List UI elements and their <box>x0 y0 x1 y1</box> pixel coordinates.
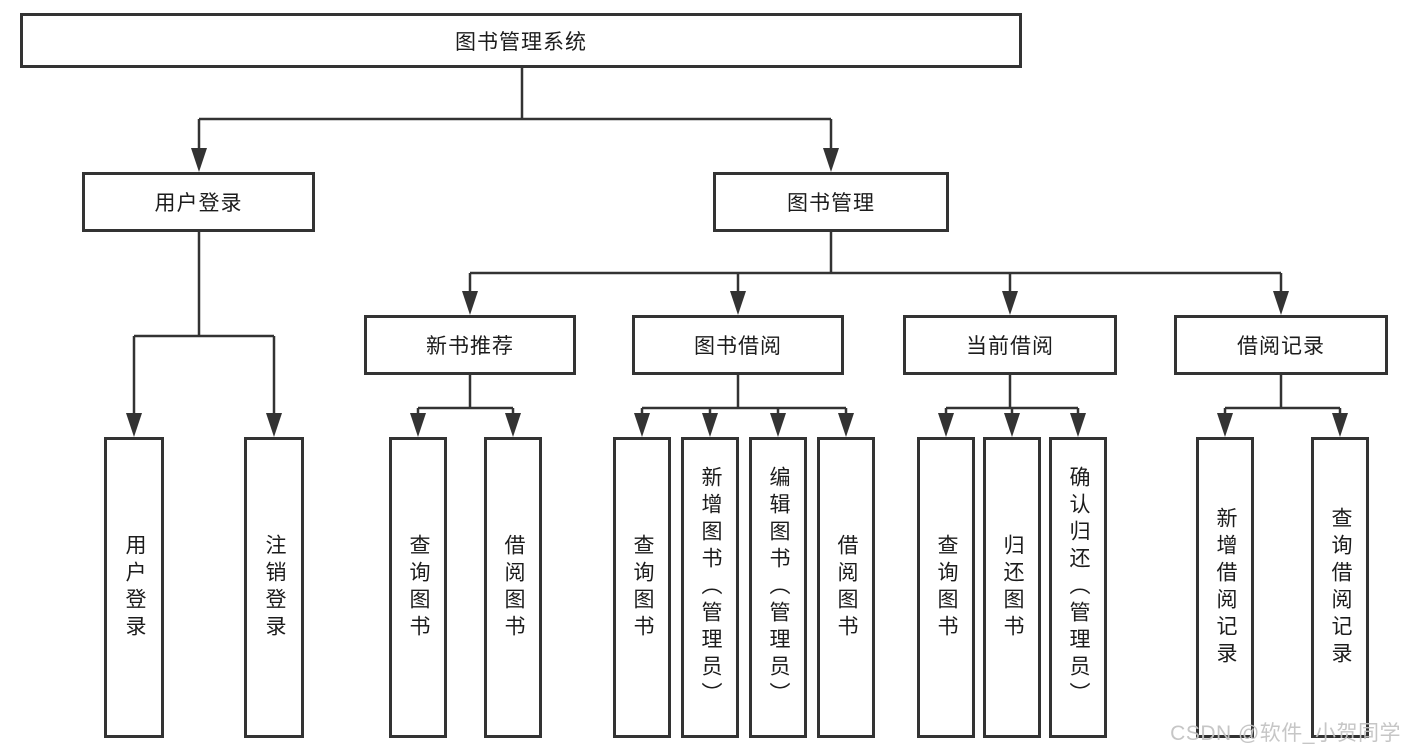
leaf-query-books-borrow-label: 查询图书 <box>631 533 654 642</box>
leaf-edit-books-admin-label: 编辑图书（管理员） <box>767 466 790 709</box>
arrowhead-leaf-logout <box>266 413 282 437</box>
leaf-confirm-return-admin-label: 确认归还（管理员） <box>1067 466 1090 709</box>
node-book-borrow-label: 图书借阅 <box>694 335 782 358</box>
leaf-return-books-label: 归还图书 <box>1001 533 1024 642</box>
arrowhead-borrow-records <box>1273 291 1289 315</box>
leaf-logout: 注销登录 <box>244 437 304 738</box>
node-borrow-records: 借阅记录 <box>1174 315 1388 375</box>
leaf-confirm-return-admin: 确认归还（管理员） <box>1049 437 1107 738</box>
leaf-borrow-books-recommend-label: 借阅图书 <box>502 533 525 642</box>
leaf-logout-label: 注销登录 <box>263 533 286 642</box>
arrowhead-g3-leaf3 <box>770 413 786 437</box>
leaf-query-borrow-record: 查询借阅记录 <box>1311 437 1369 738</box>
leaf-query-books-current: 查询图书 <box>917 437 975 738</box>
node-new-book-recommend-label: 新书推荐 <box>426 335 514 358</box>
node-user-login: 用户登录 <box>82 172 315 232</box>
leaf-user-login-label: 用户登录 <box>123 533 146 642</box>
leaf-add-borrow-record-label: 新增借阅记录 <box>1214 506 1237 669</box>
csdn-watermark: CSDN @软件_小贺同学 <box>1170 722 1401 745</box>
arrowhead-g5-leaf1 <box>1217 413 1233 437</box>
leaf-user-login: 用户登录 <box>104 437 164 738</box>
node-new-book-recommend: 新书推荐 <box>364 315 576 375</box>
leaf-borrow-books-label: 借阅图书 <box>835 533 858 642</box>
arrowhead-g3-leaf4 <box>838 413 854 437</box>
arrowhead-book-borrow <box>730 291 746 315</box>
arrowhead-g5-leaf2 <box>1332 413 1348 437</box>
node-book-borrow: 图书借阅 <box>632 315 844 375</box>
arrowhead-g4-leaf1 <box>938 413 954 437</box>
arrowhead-user-login <box>191 148 207 172</box>
leaf-query-books-current-label: 查询图书 <box>935 533 958 642</box>
arrowhead-g4-leaf2 <box>1004 413 1020 437</box>
leaf-query-borrow-record-label: 查询借阅记录 <box>1329 506 1352 669</box>
node-library-management-system: 图书管理系统 <box>20 13 1022 68</box>
leaf-query-books-borrow: 查询图书 <box>613 437 671 738</box>
arrowhead-book-management <box>823 148 839 172</box>
leaf-add-books-admin-label: 新增图书（管理员） <box>699 466 722 709</box>
node-borrow-records-label: 借阅记录 <box>1237 335 1325 358</box>
arrowhead-g3-leaf1 <box>634 413 650 437</box>
leaf-add-borrow-record: 新增借阅记录 <box>1196 437 1254 738</box>
node-book-management-label: 图书管理 <box>787 192 875 215</box>
leaf-borrow-books-recommend: 借阅图书 <box>484 437 542 738</box>
leaf-add-books-admin: 新增图书（管理员） <box>681 437 739 738</box>
arrowhead-current-borrow <box>1002 291 1018 315</box>
arrowhead-g2-leaf1 <box>410 413 426 437</box>
node-user-login-label: 用户登录 <box>154 192 243 215</box>
arrowhead-leaf-user-login <box>126 413 142 437</box>
arrowhead-g4-leaf3 <box>1070 413 1086 437</box>
leaf-query-books-recommend: 查询图书 <box>389 437 447 738</box>
arrowhead-new-book <box>462 291 478 315</box>
node-current-borrow: 当前借阅 <box>903 315 1117 375</box>
arrowhead-g2-leaf2 <box>505 413 521 437</box>
leaf-borrow-books: 借阅图书 <box>817 437 875 738</box>
leaf-edit-books-admin: 编辑图书（管理员） <box>749 437 807 738</box>
leaf-query-books-recommend-label: 查询图书 <box>407 533 430 642</box>
node-book-management: 图书管理 <box>713 172 949 232</box>
arrowhead-g3-leaf2 <box>702 413 718 437</box>
node-library-management-system-label: 图书管理系统 <box>455 30 587 54</box>
node-current-borrow-label: 当前借阅 <box>966 335 1054 358</box>
leaf-return-books: 归还图书 <box>983 437 1041 738</box>
